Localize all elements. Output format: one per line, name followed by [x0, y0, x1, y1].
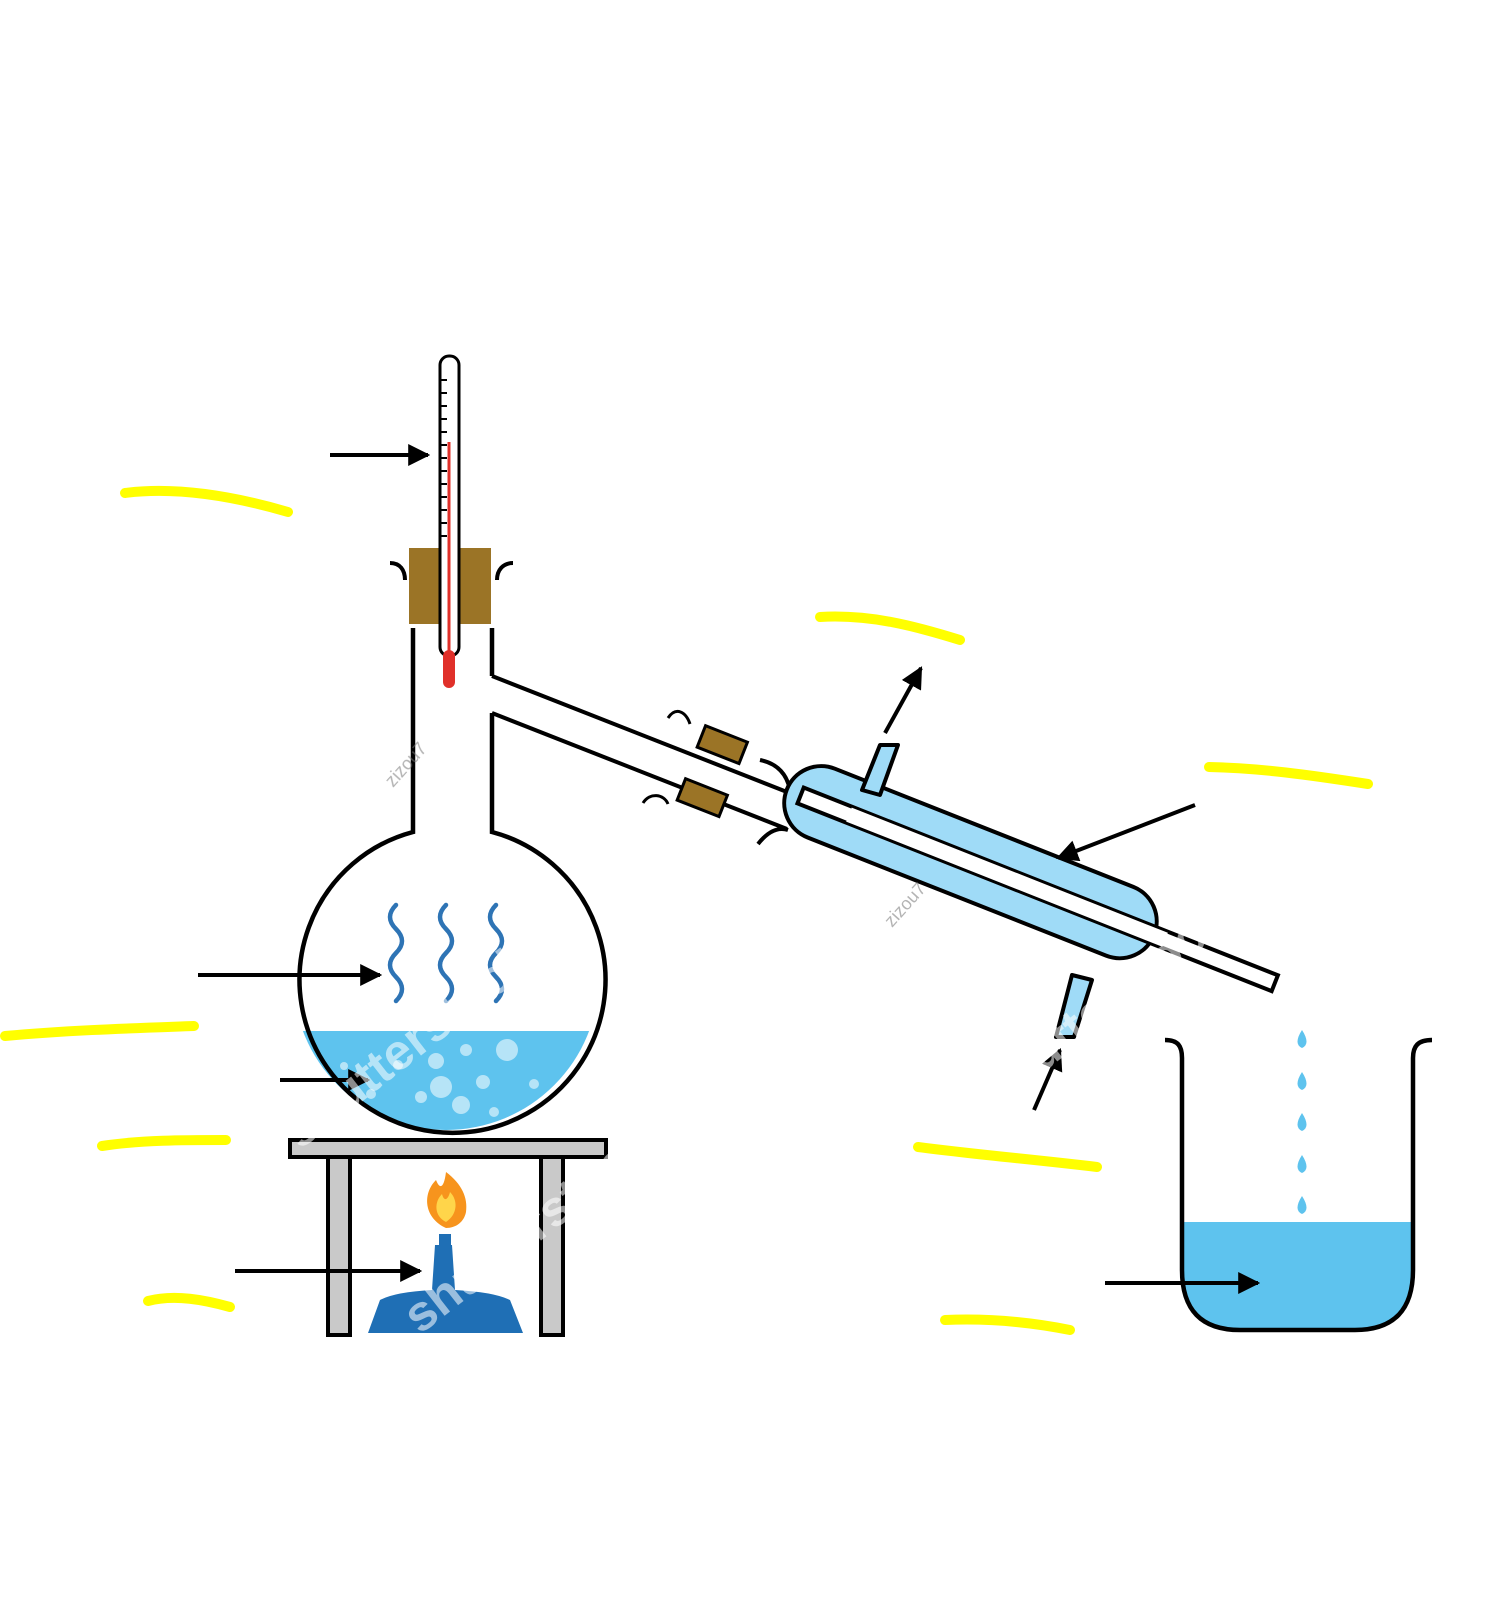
- distillate-drops: [1297, 1030, 1307, 1214]
- arrow-condenser: [1055, 803, 1196, 862]
- thermometer: [438, 354, 461, 688]
- water-outlet: [860, 743, 900, 797]
- label-slot-3: [1204, 762, 1373, 789]
- watermark: shutterstock shutterstock shutterstock z…: [272, 739, 1238, 1344]
- tripod-stand: [288, 1138, 608, 1337]
- round-bottom-flask: [297, 561, 608, 1136]
- bunsen-burner: [368, 1234, 523, 1333]
- label-slot-7: [143, 1292, 235, 1312]
- water-inlet: [1054, 973, 1094, 1039]
- watermark-small-1: zizou7: [381, 739, 431, 791]
- condenser: [782, 743, 1281, 1039]
- arrow-water-in: [1032, 1047, 1063, 1111]
- side-arm-tube: [491, 674, 792, 846]
- label-arrows: [198, 444, 1261, 1294]
- arrow-water-out: [883, 666, 923, 734]
- label-highlights: [0, 485, 1373, 1335]
- watermark-small-2: zizou7: [880, 879, 930, 931]
- label-slot-1: [120, 485, 293, 517]
- vapour-waves: [387, 902, 505, 1004]
- burner-flame: [427, 1172, 467, 1228]
- label-slot-6: [913, 1142, 1102, 1172]
- label-slot-5: [97, 1135, 231, 1151]
- label-slot-4: [0, 1021, 199, 1041]
- collecting-beaker: [1164, 1037, 1433, 1333]
- label-slot-8: [940, 1314, 1075, 1335]
- label-slot-2: [815, 611, 965, 645]
